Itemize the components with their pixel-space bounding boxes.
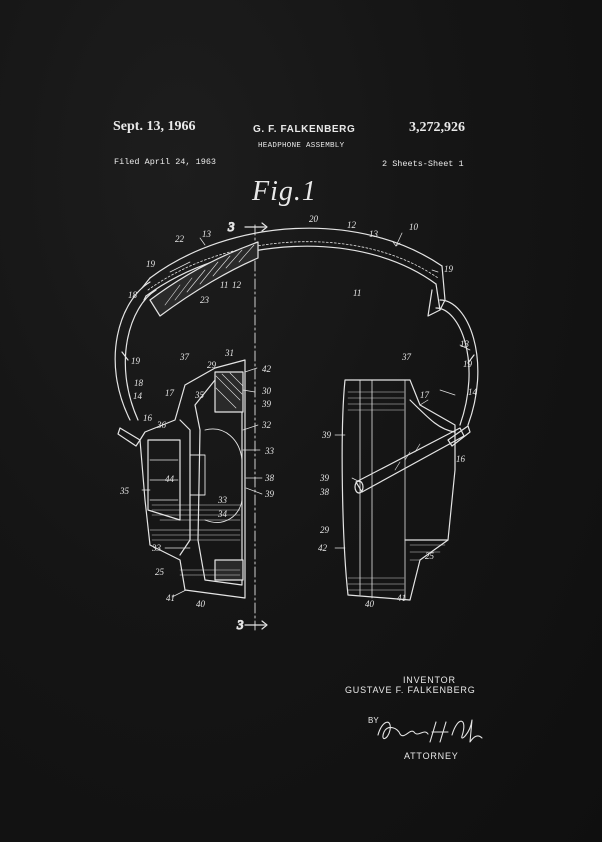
ref-12-left: 12 bbox=[232, 280, 242, 290]
right-earcup bbox=[341, 379, 465, 601]
ref-19-left-side: 18 bbox=[134, 378, 144, 388]
ref-13-right: 13 bbox=[460, 339, 470, 349]
ref-31: 33 bbox=[217, 495, 228, 505]
filed-date: Filed April 24, 1963 bbox=[114, 157, 217, 167]
ref-19: 18 bbox=[128, 290, 138, 300]
ref-14-right: 14 bbox=[468, 387, 478, 397]
section-mark-top: 3 bbox=[227, 219, 235, 234]
ref-43-right: 42 bbox=[318, 543, 328, 553]
ref-16-left: 16 bbox=[143, 413, 153, 423]
ref-25-left: 25 bbox=[155, 567, 165, 577]
ref-37-right: 37 bbox=[401, 352, 412, 362]
ref-44: 44 bbox=[165, 474, 175, 484]
ref-25-right: 25 bbox=[425, 551, 435, 561]
sheet-count: 2 Sheets-Sheet 1 bbox=[382, 159, 464, 169]
leader-lines bbox=[141, 232, 471, 598]
ref-18-left: 19 bbox=[146, 259, 156, 269]
ref-38-left: 38 bbox=[264, 473, 275, 483]
ref-36: 36 bbox=[156, 420, 167, 430]
patent-number: 3,272,926 bbox=[409, 120, 465, 135]
ref-11: 11 bbox=[220, 280, 228, 290]
reference-numerals: 10 12 13 20 22 13 19 19 11 12 11 18 23 1… bbox=[119, 214, 478, 609]
inventor-short-name: G. F. FALKENBERG bbox=[253, 124, 356, 135]
ref-38-right: 38 bbox=[319, 487, 330, 497]
ref-17-right: 17 bbox=[420, 390, 430, 400]
ref-35: 35 bbox=[119, 486, 130, 496]
ref-39-left: 39 bbox=[264, 489, 275, 499]
left-earcup bbox=[139, 359, 246, 599]
ref-30: 33 bbox=[264, 446, 275, 456]
ref-18-right: 19 bbox=[444, 264, 454, 274]
ref-40-left: 39 bbox=[261, 399, 272, 409]
section-line: 3 3 bbox=[226, 218, 268, 633]
by-label: BY bbox=[368, 716, 379, 725]
ref-39-right: 39 bbox=[319, 473, 330, 483]
ref-26-right: 29 bbox=[320, 525, 330, 535]
ref-32: 33 bbox=[151, 543, 162, 553]
ref-17-left: 17 bbox=[165, 388, 175, 398]
ref-41-left: 40 bbox=[196, 599, 206, 609]
figure-label: Fig.1 bbox=[252, 176, 317, 207]
attorney-label: ATTORNEY bbox=[404, 751, 459, 761]
headband bbox=[114, 227, 479, 447]
ref-11-right: 11 bbox=[353, 288, 361, 298]
attorney-signature bbox=[377, 719, 483, 743]
ref-22: 22 bbox=[175, 234, 185, 244]
inventor-name: GUSTAVE F. FALKENBERG bbox=[345, 685, 476, 695]
ref-37-left: 37 bbox=[179, 352, 190, 362]
ref-27: 30 bbox=[261, 386, 272, 396]
ref-41-right: 40 bbox=[365, 599, 375, 609]
ref-18-right-side: 19 bbox=[463, 359, 473, 369]
ref-23: 23 bbox=[200, 295, 210, 305]
patent-date: Sept. 13, 1966 bbox=[113, 119, 196, 134]
ref-42-right: 41 bbox=[397, 593, 406, 603]
ref-14-left: 14 bbox=[133, 391, 143, 401]
ref-29: 32 bbox=[261, 420, 272, 430]
ref-13-left: 13 bbox=[202, 229, 212, 239]
ref-33: 34 bbox=[217, 509, 228, 519]
ref-42-left: 41 bbox=[166, 593, 175, 603]
inventor-label: INVENTOR bbox=[403, 675, 456, 685]
ref-16-right: 16 bbox=[456, 454, 466, 464]
section-mark-bottom: 3 bbox=[236, 617, 244, 632]
ref-34: 35 bbox=[194, 390, 205, 400]
ref-40-right: 39 bbox=[321, 430, 332, 440]
ref-26-left: 29 bbox=[207, 360, 217, 370]
ref-18-left-side: 19 bbox=[131, 356, 141, 366]
patent-title: HEADPHONE ASSEMBLY bbox=[258, 142, 345, 150]
ref-12: 12 bbox=[347, 220, 357, 230]
ref-20: 20 bbox=[309, 214, 319, 224]
ref-10: 10 bbox=[409, 222, 419, 232]
ref-28: 31 bbox=[224, 348, 234, 358]
ref-13: 13 bbox=[369, 229, 379, 239]
ref-43-left: 42 bbox=[262, 364, 272, 374]
